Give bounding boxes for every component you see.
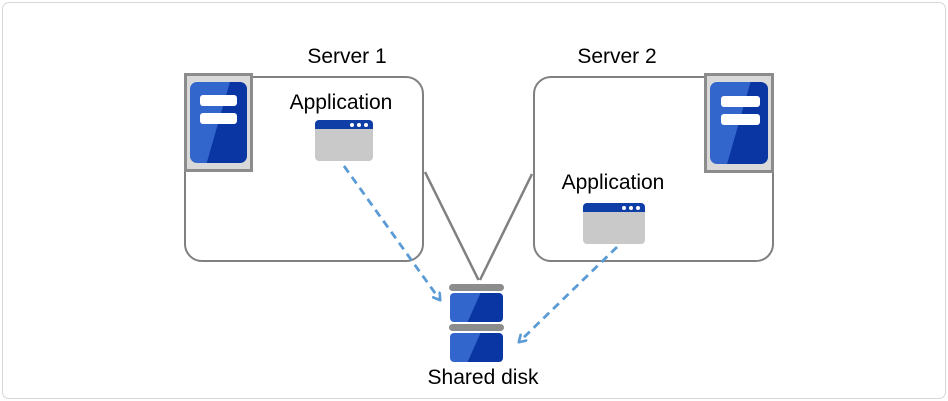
connector-server1-to-disk [423, 171, 480, 281]
application-label-server2: Application [561, 171, 665, 194]
window-titlebar [315, 120, 373, 129]
server1-label: Server 1 [307, 45, 387, 68]
window-dot-icon [357, 122, 361, 127]
window-titlebar [583, 203, 645, 212]
window-dot-icon [629, 205, 633, 210]
window-dot-icon [636, 205, 640, 210]
disk-unit [450, 333, 503, 362]
window-body [315, 129, 373, 161]
application-window-icon [315, 120, 373, 161]
window-dot-icon [622, 205, 626, 210]
disk-top-bar [449, 324, 504, 331]
window-dot-icon [364, 122, 368, 127]
server2-label: Server 2 [577, 45, 657, 68]
window-body [583, 212, 645, 244]
server-slot-bar [721, 114, 760, 125]
window-dot-icon [350, 122, 354, 127]
server-slot-bar [200, 113, 237, 124]
disk-unit [450, 293, 503, 322]
server-icon [704, 73, 774, 173]
server-slot-bar [721, 96, 760, 107]
server-icon [184, 73, 253, 172]
shared-disk-label: Shared disk [427, 366, 539, 389]
server-tower-shape [190, 82, 247, 163]
disk-top-bar [449, 284, 504, 291]
server-tower-shape [710, 82, 768, 164]
application-window-icon [583, 203, 645, 244]
server-slot-bar [200, 95, 237, 106]
application-label-server1: Application [289, 91, 393, 114]
